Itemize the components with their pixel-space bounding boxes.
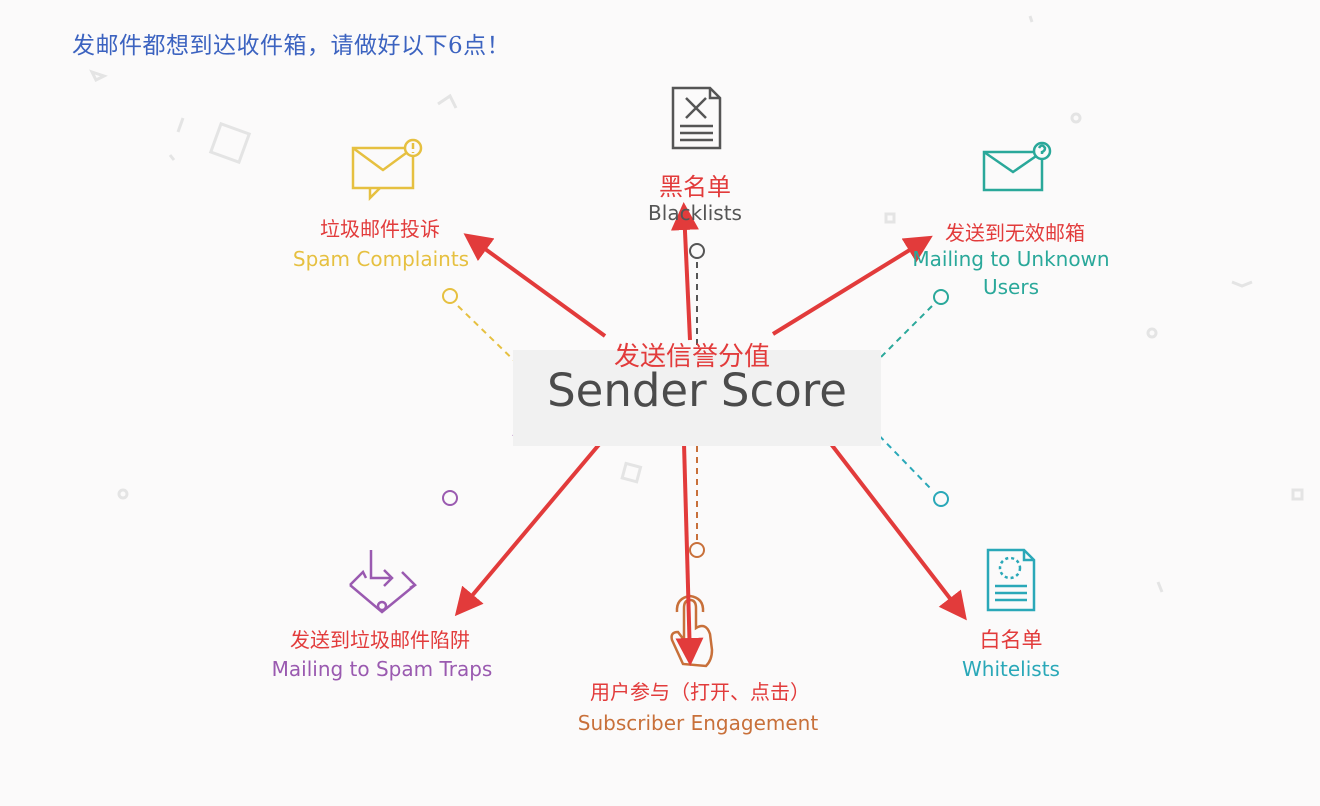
document-whitelist-icon — [986, 548, 1036, 612]
engagement-en-label: Subscriber Engagement — [577, 711, 819, 735]
connector-blacklists — [689, 243, 705, 350]
spam-traps-en-label: Mailing to Spam Traps — [271, 657, 493, 681]
sender-score-box — [513, 350, 881, 446]
arrow-to-blacklists — [670, 202, 699, 341]
connector-engagement — [689, 446, 705, 558]
blacklists-cn-label: 黑名单 — [659, 173, 731, 201]
document-x-icon — [671, 86, 722, 150]
unknown-users-cn-label: 发送到无效邮箱 — [945, 221, 1085, 245]
arrow-to-spam-complaints — [463, 233, 607, 338]
unknown-users-en-line1: Mailing to Unknown — [912, 247, 1110, 271]
sender-score-label: Sender Score — [547, 364, 847, 417]
background-decorations — [89, 15, 1304, 593]
whitelists-en-label: Whitelists — [962, 657, 1060, 681]
unknown-users-en-line2: Users — [982, 275, 1039, 299]
engagement-cn-label: 用户参与（打开、点击） — [590, 680, 810, 704]
envelope-alert-icon — [351, 138, 423, 202]
envelope-question-icon — [982, 141, 1052, 192]
sender-score-cn-label: 发送信誉分值 — [613, 342, 770, 372]
spam-complaints-cn-label: 垃圾邮件投诉 — [320, 217, 440, 241]
spam-traps-cn-label: 发送到垃圾邮件陷阱 — [290, 628, 470, 652]
spam-trap-icon — [349, 550, 418, 614]
blacklists-en-label: Blacklists — [648, 201, 742, 225]
arrow-to-unknown-users — [771, 235, 933, 336]
page-title: 发邮件都想到达收件箱，请做好以下6点！ — [72, 33, 511, 59]
spam-complaints-en-label: Spam Complaints — [292, 247, 470, 271]
whitelists-cn-label: 白名单 — [979, 628, 1043, 652]
